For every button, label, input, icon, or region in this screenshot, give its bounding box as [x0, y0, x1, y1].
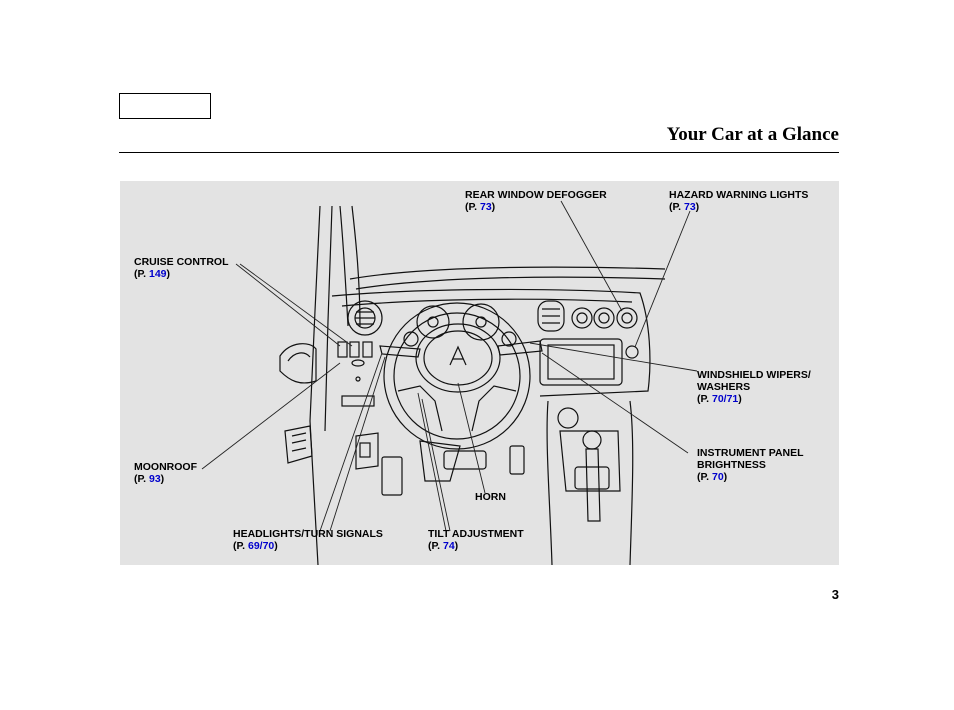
page-link-74[interactable]: 74	[442, 540, 455, 552]
dashboard-illustration: REAR WINDOW DEFOGGER (P. 73) HAZARD WARN…	[120, 181, 839, 565]
ref-prefix: (P.	[233, 540, 248, 552]
page-link-69[interactable]: 69	[247, 540, 260, 552]
label-headlights-turn-signals: HEADLIGHTS/TURN SIGNALS	[233, 528, 383, 540]
page-link-71[interactable]: 71	[726, 393, 739, 405]
callout-rear-window-defogger: REAR WINDOW DEFOGGER (P. 73)	[465, 189, 607, 213]
ref-suffix: )	[695, 201, 700, 213]
ref-moonroof: (P. 93)	[134, 473, 197, 485]
ref-suffix: )	[160, 473, 165, 485]
dashboard-drawing	[201, 200, 698, 565]
callout-instrument-panel-brightness: INSTRUMENT PANEL BRIGHTNESS (P. 70)	[697, 447, 804, 483]
label-cruise-control: CRUISE CONTROL	[134, 256, 229, 268]
header-rule	[119, 152, 839, 153]
page-link-73[interactable]: 73	[479, 201, 492, 213]
ref-prefix: (P.	[697, 393, 712, 405]
ref-separator: /	[259, 540, 263, 552]
callout-headlights-turn-signals: HEADLIGHTS/TURN SIGNALS (P. 69/70)	[233, 528, 383, 552]
ref-prefix: (P.	[428, 540, 443, 552]
ref-hazard-warning-lights: (P. 73)	[669, 201, 808, 213]
page-title: Your Car at a Glance	[666, 124, 839, 145]
ref-suffix: )	[738, 393, 742, 405]
ref-tilt-adjustment: (P. 74)	[428, 540, 524, 552]
page-link-149[interactable]: 149	[148, 268, 167, 280]
ref-prefix: (P.	[134, 473, 149, 485]
page-link-70[interactable]: 70	[711, 471, 724, 483]
page-link-73[interactable]: 73	[683, 201, 696, 213]
ref-prefix: (P.	[697, 471, 712, 483]
section-tab-box	[119, 93, 211, 119]
ref-windshield-wipers: (P. 70/71)	[697, 393, 811, 405]
callout-tilt-adjustment: TILT ADJUSTMENT (P. 74)	[428, 528, 524, 552]
ref-suffix: )	[723, 471, 728, 483]
page-link-70[interactable]: 70	[262, 540, 275, 552]
page-number: 3	[831, 587, 839, 602]
label-hazard-warning-lights: HAZARD WARNING LIGHTS	[669, 189, 809, 201]
page-link-70[interactable]: 70	[711, 393, 724, 405]
callout-cruise-control: CRUISE CONTROL (P. 149)	[134, 256, 229, 280]
ref-prefix: (P.	[465, 201, 480, 213]
ref-prefix: (P.	[134, 268, 149, 280]
label-horn: HORN	[475, 491, 506, 503]
label-brightness: BRIGHTNESS	[697, 459, 766, 471]
label-windshield-wipers: WINDSHIELD WIPERS/	[697, 369, 811, 381]
ref-prefix: (P.	[669, 201, 684, 213]
ref-suffix: )	[166, 268, 171, 280]
label-instrument-panel: INSTRUMENT PANEL	[697, 447, 804, 459]
callout-horn: HORN	[475, 491, 506, 503]
ref-headlights-turn-signals: (P. 69/70)	[233, 540, 383, 552]
ref-separator: /	[723, 393, 727, 405]
ref-suffix: )	[491, 201, 496, 213]
label-rear-window-defogger: REAR WINDOW DEFOGGER	[465, 189, 607, 201]
label-moonroof: MOONROOF	[134, 461, 197, 473]
callout-moonroof: MOONROOF (P. 93)	[134, 461, 197, 485]
label-washers: WASHERS	[697, 381, 751, 393]
ref-suffix: )	[274, 540, 278, 552]
label-tilt-adjustment: TILT ADJUSTMENT	[428, 528, 524, 540]
ref-instrument-panel-brightness: (P. 70)	[697, 471, 804, 483]
page-link-93[interactable]: 93	[148, 473, 161, 485]
callout-windshield-wipers: WINDSHIELD WIPERS/ WASHERS (P. 70/71)	[697, 369, 811, 405]
callout-hazard-warning-lights: HAZARD WARNING LIGHTS (P. 73)	[669, 189, 808, 213]
ref-cruise-control: (P. 149)	[134, 268, 229, 280]
ref-rear-window-defogger: (P. 73)	[465, 201, 607, 213]
ref-suffix: )	[454, 540, 459, 552]
